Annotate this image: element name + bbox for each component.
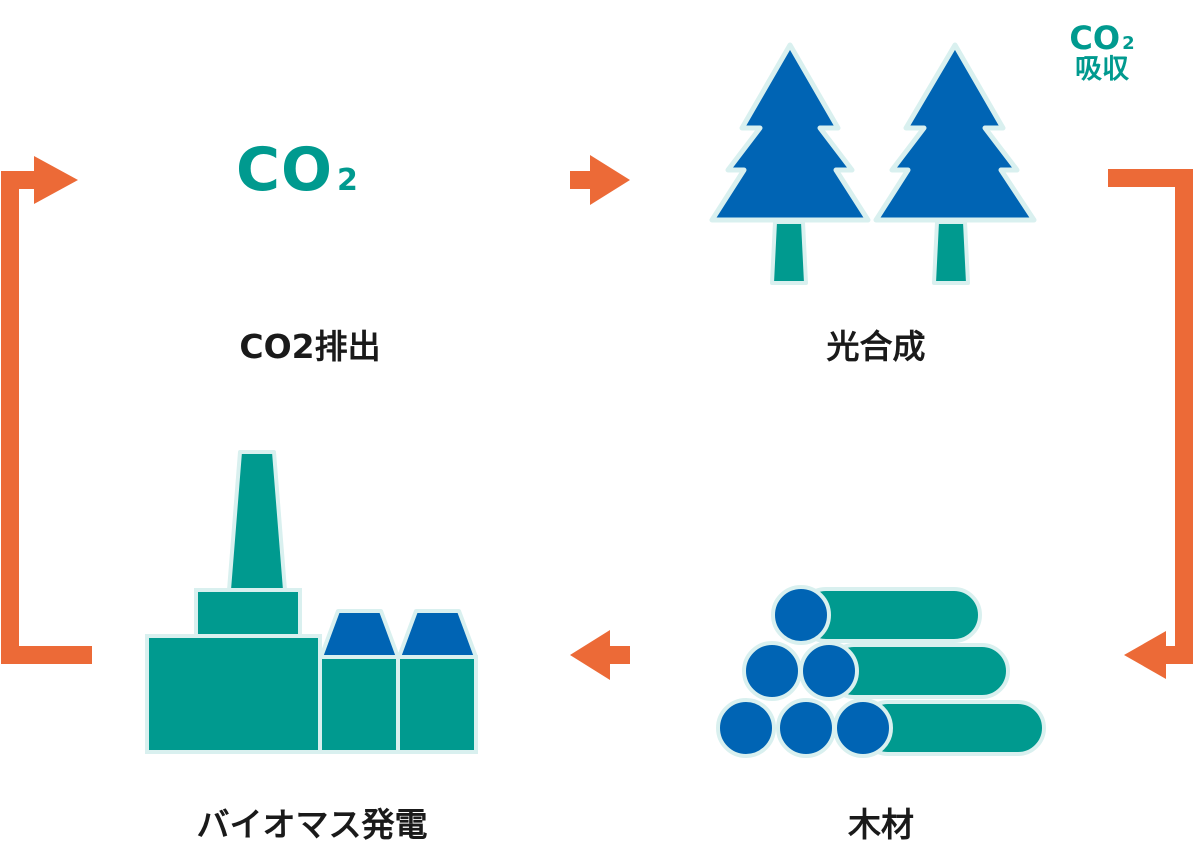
tree-left-icon [709, 42, 871, 285]
power-plant-icon [145, 450, 478, 754]
arrow-trees-to-wood [1108, 169, 1193, 679]
label-co2-emission: CO2排出 [239, 327, 381, 366]
logs-icon [716, 585, 1046, 758]
arrow-wood-to-biomass [570, 630, 630, 680]
tree-right-icon [873, 42, 1037, 285]
co2-symbol-sub: 2 [337, 163, 358, 198]
label-photosynthesis: 光合成 [826, 327, 926, 366]
absorption-sub: 2 [1122, 33, 1135, 54]
absorption-co: CO [1069, 19, 1121, 57]
trees-icon [709, 42, 1037, 285]
label-wood: 木材 [848, 805, 914, 844]
co2-symbol-main: CO [236, 135, 334, 205]
arrow-biomass-to-co2 [1, 156, 92, 664]
label-biomass-power: バイオマス発電 [196, 805, 428, 844]
absorption-text: 吸収 [1075, 53, 1129, 85]
arrow-co2-to-trees [570, 155, 630, 205]
